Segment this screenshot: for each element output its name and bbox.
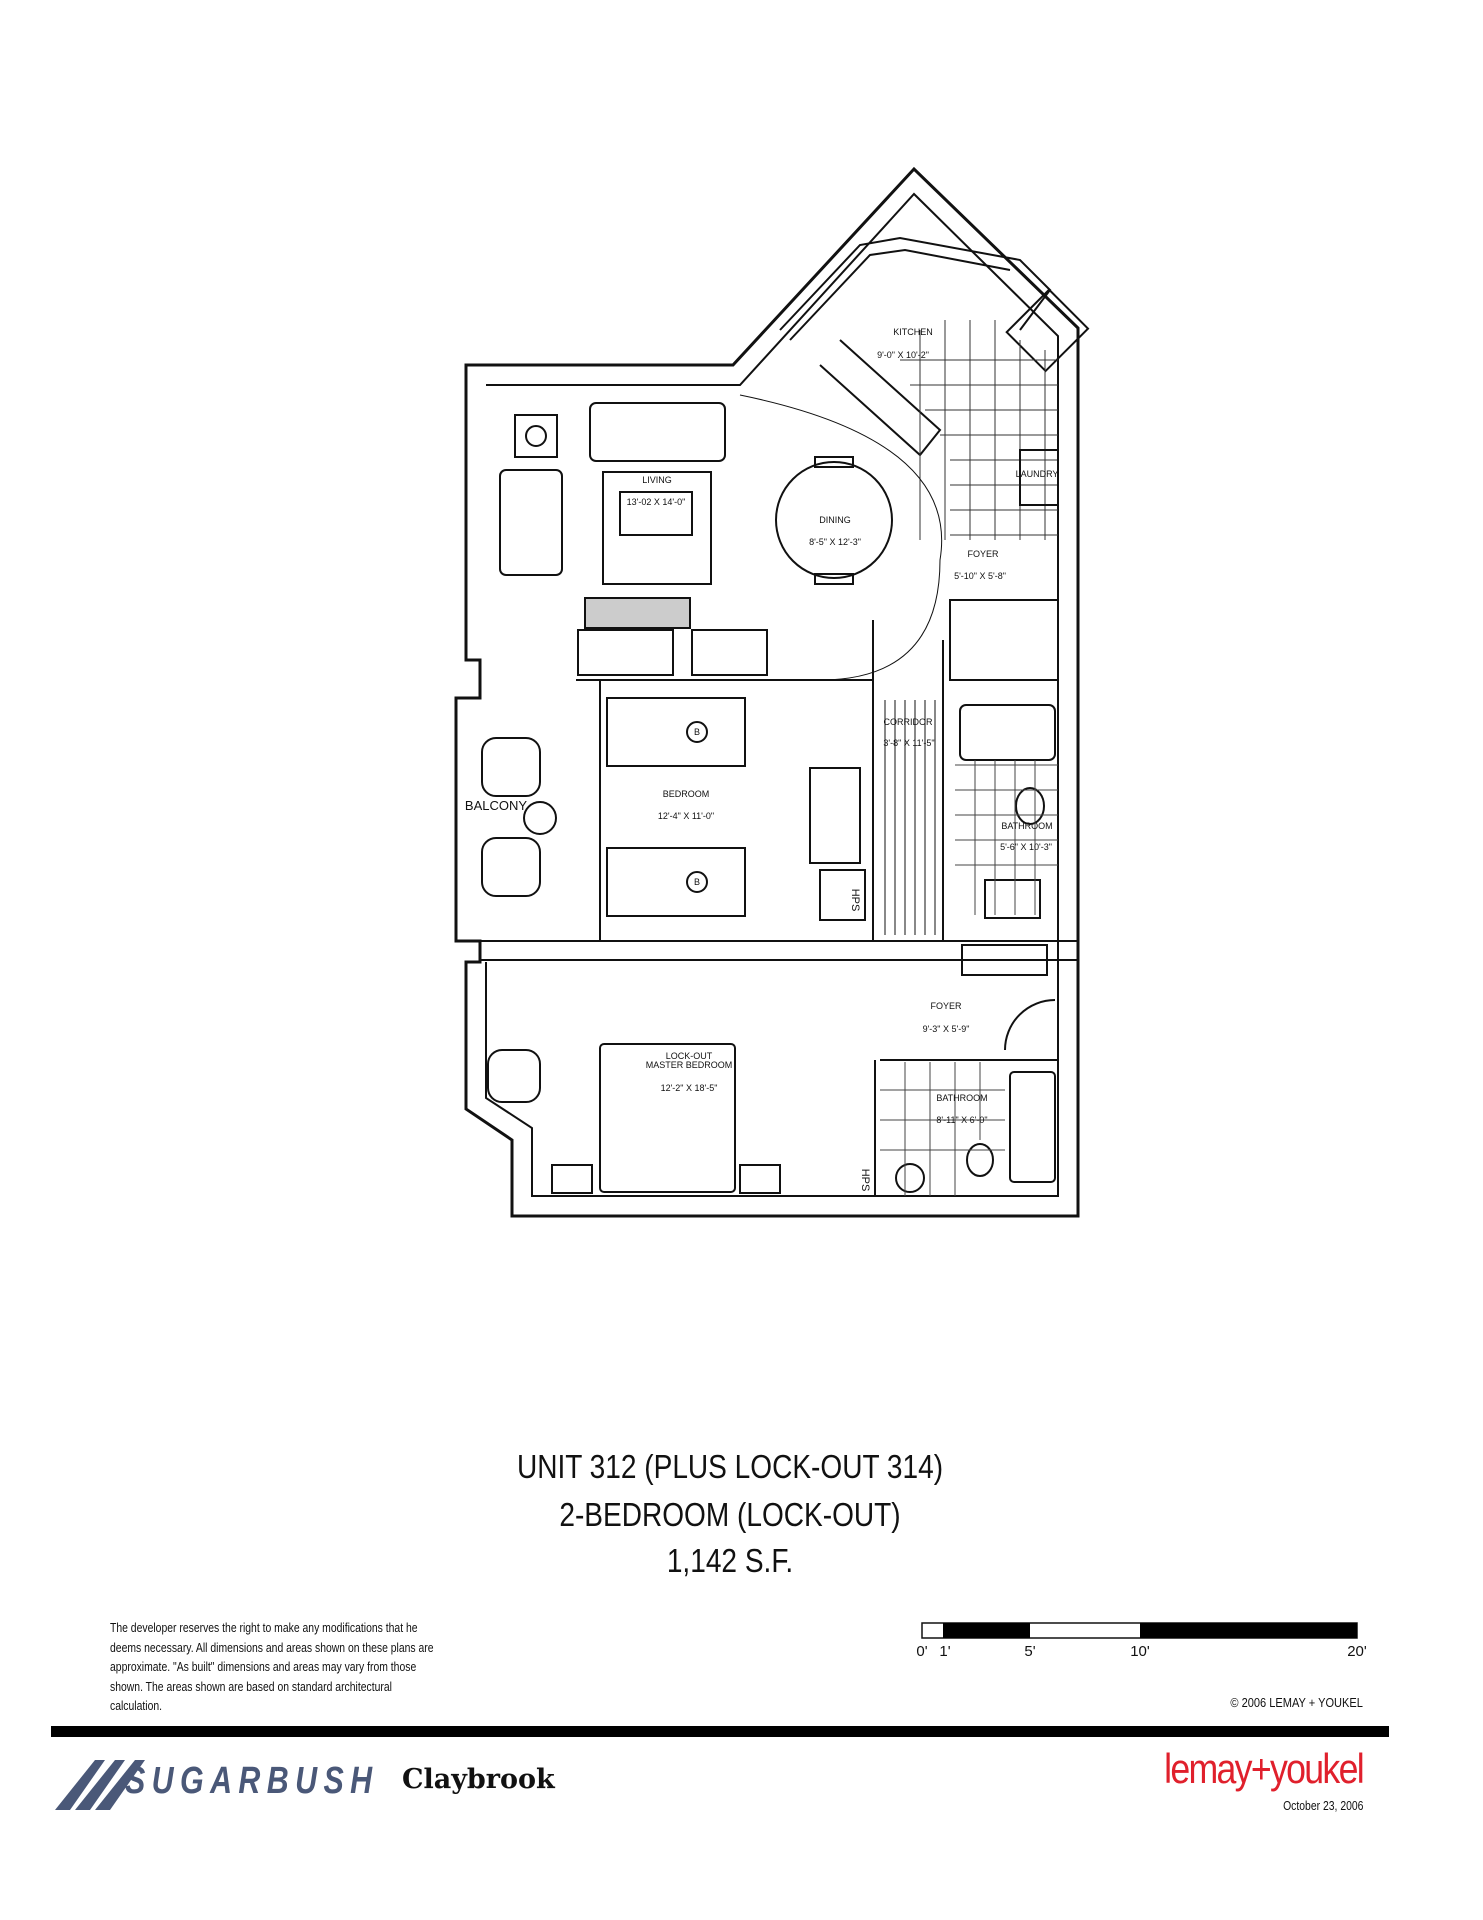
plan-date: October 23, 2006 bbox=[1282, 1798, 1363, 1813]
footer-divider bbox=[51, 1726, 1389, 1737]
architect-logo: lemay+youkel bbox=[1164, 1745, 1365, 1792]
bedroom-dims: 12'-4" X 11'-0" bbox=[658, 811, 714, 821]
disclaimer: The developer reserves the right to make… bbox=[110, 1620, 434, 1713]
balcony-label: BALCONY bbox=[465, 798, 527, 813]
foyer-lower-label: FOYER bbox=[930, 1001, 962, 1011]
dining-label: DINING bbox=[819, 515, 851, 525]
scale-tick: 1' bbox=[939, 1643, 950, 1660]
interior-wall-line bbox=[485, 192, 1059, 1197]
scale-tick: 0' bbox=[916, 1643, 927, 1660]
foyer-upper-dims: 5'-10" X 5'-8" bbox=[954, 571, 1006, 581]
corridor-label: CORRIDOR bbox=[884, 717, 933, 727]
master-label-1: LOCK-OUT bbox=[666, 1051, 713, 1061]
copyright: © 2006 LEMAY + YOUKEL bbox=[1230, 1695, 1363, 1710]
unit-type: 2-BEDROOM (LOCK-OUT) bbox=[559, 1496, 901, 1533]
hps-label: HPS bbox=[849, 889, 861, 912]
bedroom-label: BEDROOM bbox=[663, 789, 710, 799]
hps-label: HPS bbox=[859, 1169, 871, 1192]
sofa-side bbox=[499, 469, 563, 576]
foyer-lower-dims: 9'-3" X 5'-9" bbox=[923, 1024, 970, 1034]
corridor-dims: 3'-8" X 11'-5" bbox=[883, 738, 934, 748]
bed-marker: B bbox=[694, 727, 700, 737]
foyer-upper-label: FOYER bbox=[967, 549, 999, 559]
bathroom-upper-dims: 5'-6" X 10'-3" bbox=[1000, 842, 1052, 852]
scale-tick: 10' bbox=[1130, 1643, 1150, 1660]
unit-area: 1,142 S.F. bbox=[666, 1542, 794, 1579]
scale-tick: 5' bbox=[1024, 1643, 1035, 1660]
exterior-wall bbox=[454, 166, 1080, 1218]
dining-table bbox=[775, 461, 893, 579]
community-name: Claybrook bbox=[402, 1764, 555, 1795]
laundry-closet bbox=[1019, 449, 1059, 506]
bathroom-upper-label: BATHROOM bbox=[1001, 821, 1052, 831]
unit-title: UNIT 312 (PLUS LOCK-OUT 314) bbox=[516, 1448, 944, 1485]
kitchen-label: KITCHEN bbox=[893, 327, 933, 337]
scale-bar: 0' 1' 5' 10' 20' bbox=[916, 1622, 1367, 1660]
scale-tick: 20' bbox=[1347, 1643, 1367, 1660]
master-dims: 12'-2" X 18'-5" bbox=[661, 1083, 718, 1093]
sugarbush-swoosh-icon bbox=[55, 1760, 145, 1810]
bathroom-lower-dims: 8'-11" X 6'-0" bbox=[936, 1115, 987, 1125]
sofa bbox=[589, 402, 726, 462]
master-label-2: MASTER BEDROOM bbox=[646, 1060, 733, 1070]
kitchen-dims: 9'-0" X 10'-2" bbox=[877, 350, 929, 360]
sugarbush-logo: SUGARBUSH bbox=[125, 1760, 379, 1802]
bed-top bbox=[606, 697, 746, 767]
bed-marker: B bbox=[694, 877, 700, 887]
rug bbox=[602, 471, 712, 585]
living-label: LIVING bbox=[642, 475, 672, 485]
dining-dims: 8'-5" X 12'-3" bbox=[809, 537, 861, 547]
laundry-label: LAUNDRY bbox=[1016, 469, 1059, 479]
bed-bottom bbox=[606, 847, 746, 917]
master-bed bbox=[599, 1043, 736, 1193]
living-dims: 13'-02 X 14'-0" bbox=[627, 497, 686, 507]
bathroom-lower-label: BATHROOM bbox=[936, 1093, 987, 1103]
